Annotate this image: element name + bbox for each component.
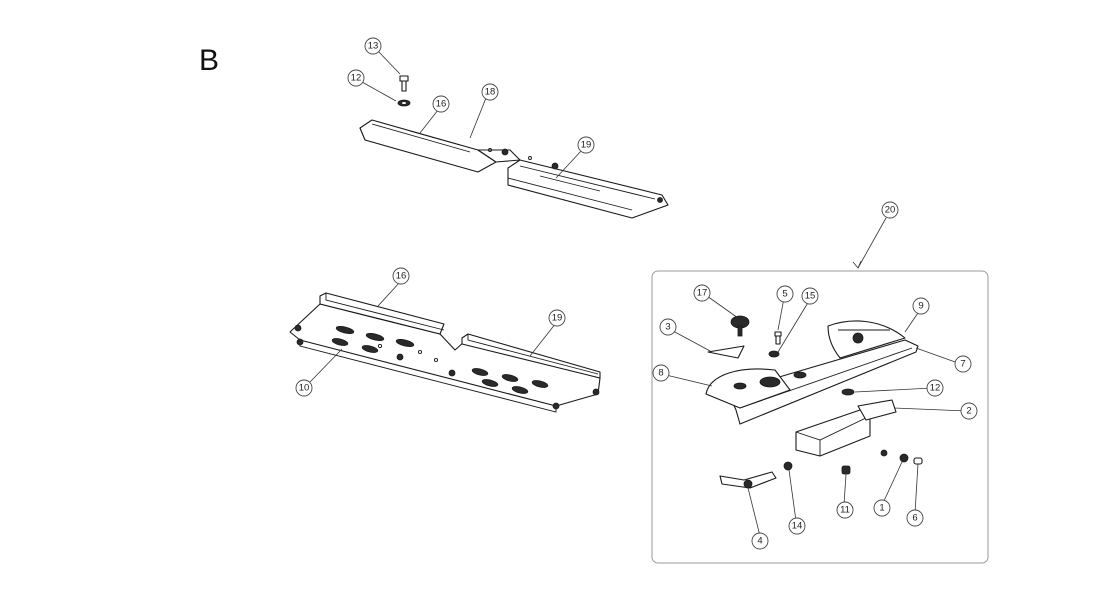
callout-14: 14 xyxy=(788,517,806,535)
guide-rail-16 xyxy=(319,292,445,335)
callout-17-label: 17 xyxy=(697,288,708,299)
nut-11 xyxy=(841,465,851,475)
base-plate-assembly xyxy=(289,292,601,413)
callout-8: 8 xyxy=(652,364,670,382)
callout-16-mid-label: 16 xyxy=(396,271,407,282)
callout-18-label: 18 xyxy=(485,87,496,98)
pin-6 xyxy=(913,457,923,465)
callout-11-label: 11 xyxy=(840,505,850,516)
washer-12-right xyxy=(841,388,855,396)
callout-18: 18 xyxy=(481,83,499,101)
callout-19-mid-label: 19 xyxy=(552,313,563,324)
callout-12-right-label: 12 xyxy=(930,383,941,394)
callout-13: 13 xyxy=(364,37,382,55)
callout-14-label: 14 xyxy=(792,521,803,532)
callout-19-top: 19 xyxy=(577,136,595,154)
callout-2-label: 2 xyxy=(966,406,971,417)
callout-19-mid: 19 xyxy=(548,309,566,327)
callout-1-label: 1 xyxy=(879,503,884,514)
callout-4: 4 xyxy=(751,532,769,550)
bracket-3 xyxy=(707,345,745,359)
callout-12-top: 12 xyxy=(347,69,365,87)
callout-13-label: 13 xyxy=(368,41,379,52)
callout-12-right: 12 xyxy=(926,379,944,397)
top-rail-left-segment xyxy=(359,119,497,173)
slider-block-2 xyxy=(795,409,871,457)
callout-12-top-label: 12 xyxy=(351,73,362,84)
screw-5 xyxy=(774,331,782,337)
miter-gauge-assembly xyxy=(705,315,923,489)
callout-15: 15 xyxy=(801,287,819,305)
callout-20-label: 20 xyxy=(885,205,896,216)
washer-15 xyxy=(768,350,780,358)
top-rail-right-segment xyxy=(507,159,669,219)
callout-20: 20 xyxy=(881,201,899,219)
sub-assembly-frame-20 xyxy=(651,270,989,564)
callout-9: 9 xyxy=(912,297,930,315)
callout-3: 3 xyxy=(659,318,677,336)
nut-1 xyxy=(899,453,909,463)
screw-13 xyxy=(399,75,409,82)
callout-10: 10 xyxy=(295,379,313,397)
callout-15-label: 15 xyxy=(805,291,816,302)
nut-14 xyxy=(783,461,793,471)
callout-8-label: 8 xyxy=(658,368,663,379)
callout-16-mid: 16 xyxy=(392,267,410,285)
callout-16-top: 16 xyxy=(432,95,450,113)
callout-10-label: 10 xyxy=(299,383,310,394)
callout-4-label: 4 xyxy=(757,536,762,547)
top-rail-assembly xyxy=(359,75,669,219)
callout-6: 6 xyxy=(906,509,924,527)
callout-3-label: 3 xyxy=(665,322,670,333)
callout-6-label: 6 xyxy=(912,513,917,524)
callout-11: 11 xyxy=(836,501,854,519)
callout-9-label: 9 xyxy=(918,301,923,312)
callout-7-label: 7 xyxy=(960,359,965,370)
fence-bar-7 xyxy=(727,339,919,425)
section-label: B xyxy=(199,44,220,77)
callout-5-label: 5 xyxy=(782,289,787,300)
callout-2: 2 xyxy=(960,402,978,420)
callout-5: 5 xyxy=(776,285,794,303)
callout-17: 17 xyxy=(693,284,711,302)
callout-16-top-label: 16 xyxy=(436,99,447,110)
callout-7: 7 xyxy=(954,355,972,373)
callout-1: 1 xyxy=(873,499,891,517)
callout-19-top-label: 19 xyxy=(581,140,592,151)
guide-rail-19 xyxy=(461,333,601,379)
